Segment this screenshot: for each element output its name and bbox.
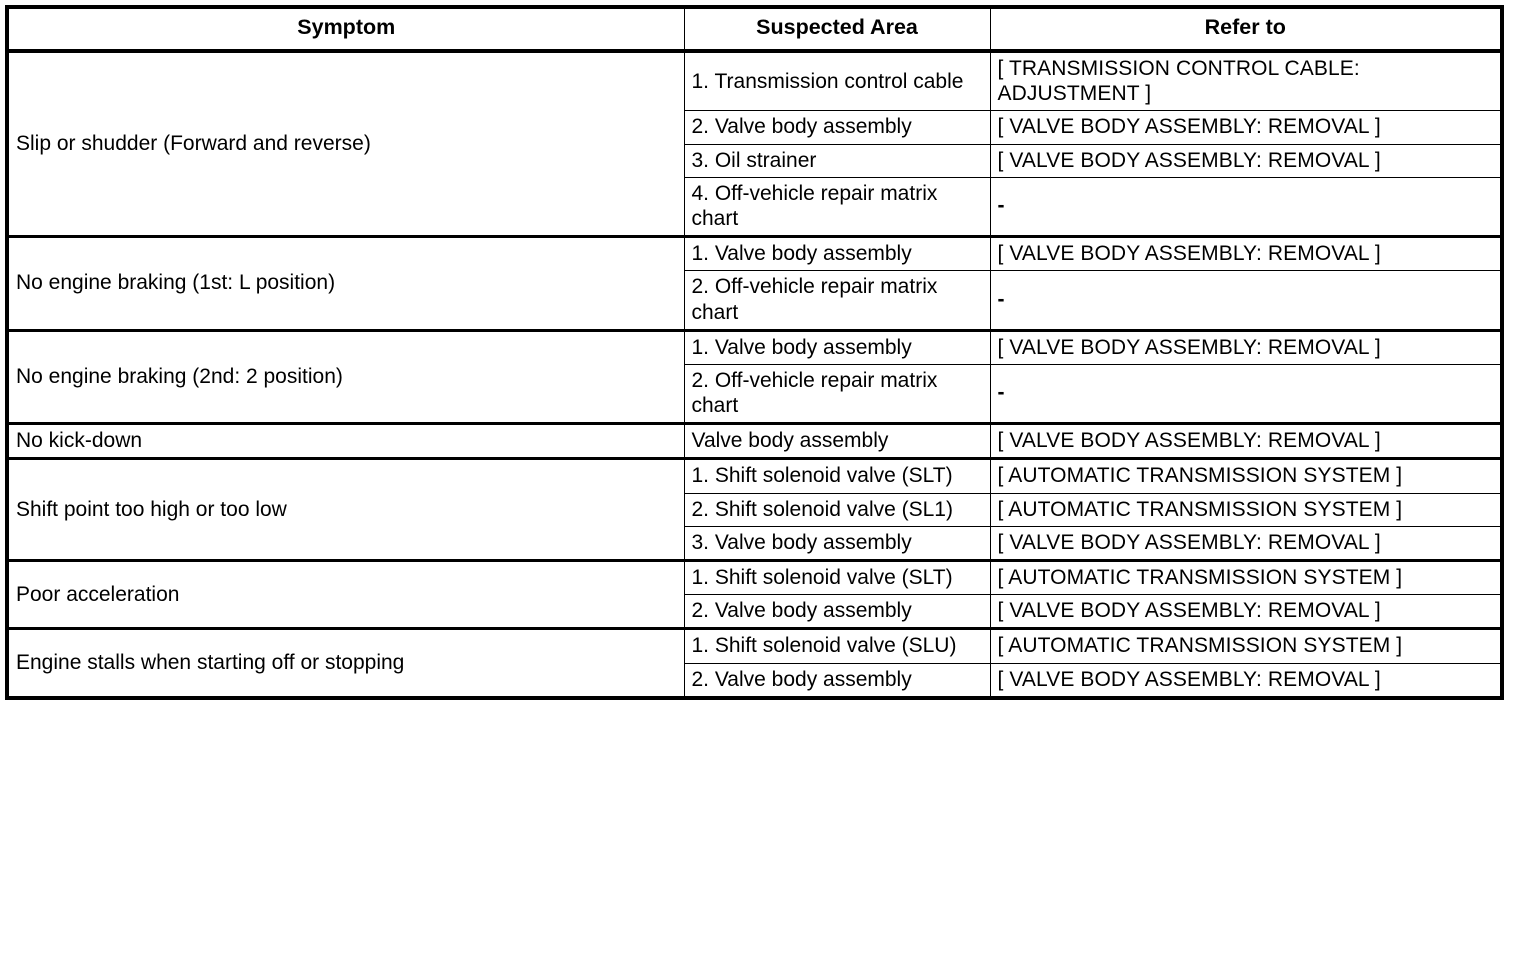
table-row: 4. Off-vehicle repair matrix chart- xyxy=(7,176,1503,238)
column-header-refer-to: Refer to xyxy=(989,6,1503,53)
refer-to-cell-empty: - xyxy=(989,363,1503,425)
suspected-area-cell: 1. Valve body assembly xyxy=(683,235,991,272)
table-row: 2. Off-vehicle repair matrix chart- xyxy=(7,363,1503,425)
suspected-area-cell: 2. Valve body assembly xyxy=(683,594,991,630)
refer-to-cell: [ VALVE BODY ASSEMBLY: REMOVAL ] xyxy=(989,328,1503,365)
table-row: 3. Valve body assembly[ VALVE BODY ASSEM… xyxy=(7,525,1503,562)
refer-to-cell-empty: - xyxy=(989,270,1503,331)
suspected-area-cell: 2. Off-vehicle repair matrix chart xyxy=(683,270,991,331)
suspected-area-cell: 2. Valve body assembly xyxy=(683,110,991,145)
symptom-cell: Shift point too high or too low xyxy=(6,457,685,561)
table-body: Slip or shudder (Forward and reverse)1. … xyxy=(6,49,1503,699)
refer-to-cell: [ VALVE BODY ASSEMBLY: REMOVAL ] xyxy=(989,143,1503,178)
symptom-cell: Slip or shudder (Forward and reverse) xyxy=(6,49,685,238)
suspected-area-cell: 3. Valve body assembly xyxy=(683,525,991,562)
table-row: 2. Shift solenoid valve (SL1)[ AUTOMATIC… xyxy=(7,492,1503,527)
table-row: 2. Valve body assembly[ VALVE BODY ASSEM… xyxy=(7,594,1503,630)
column-header-suspected-area: Suspected Area xyxy=(683,6,991,53)
table-row: 3. Oil strainer[ VALVE BODY ASSEMBLY: RE… xyxy=(7,143,1503,178)
table-row: Engine stalls when starting off or stopp… xyxy=(6,627,1503,699)
header-row: Symptom Suspected Area Refer to xyxy=(6,6,1503,53)
symptom-cell: No kick-down xyxy=(6,422,685,460)
suspected-area-cell: 2. Valve body assembly xyxy=(683,662,991,699)
symptom-cell: Engine stalls when starting off or stopp… xyxy=(6,627,685,699)
refer-to-cell: [ VALVE BODY ASSEMBLY: REMOVAL ] xyxy=(989,235,1503,272)
refer-to-cell: [ AUTOMATIC TRANSMISSION SYSTEM ] xyxy=(989,457,1503,494)
symptom-cell: Poor acceleration xyxy=(6,558,685,630)
table-row: Slip or shudder (Forward and reverse)1. … xyxy=(6,49,1503,238)
refer-to-cell: [ VALVE BODY ASSEMBLY: REMOVAL ] xyxy=(989,525,1503,562)
suspected-area-cell: 2. Off-vehicle repair matrix chart xyxy=(683,363,991,425)
table-header: Symptom Suspected Area Refer to xyxy=(6,6,1503,53)
refer-to-cell-empty: - xyxy=(989,176,1503,238)
suspected-area-cell: 1. Valve body assembly xyxy=(683,328,991,365)
table-row: 2. Valve body assembly[ VALVE BODY ASSEM… xyxy=(7,110,1503,145)
refer-to-cell: [ AUTOMATIC TRANSMISSION SYSTEM ] xyxy=(989,627,1503,664)
refer-to-cell: [ TRANSMISSION CONTROL CABLE: ADJUSTMENT… xyxy=(989,49,1503,112)
symptom-troubleshooting-table: Symptom Suspected Area Refer to Slip or … xyxy=(5,5,1504,700)
refer-to-cell: [ VALVE BODY ASSEMBLY: REMOVAL ] xyxy=(989,662,1503,699)
suspected-area-cell: 1. Shift solenoid valve (SLT) xyxy=(683,558,991,596)
table-row: No engine braking (1st: L position)1. Va… xyxy=(6,235,1503,331)
refer-to-cell: [ AUTOMATIC TRANSMISSION SYSTEM ] xyxy=(989,492,1503,527)
symptom-cell: No engine braking (1st: L position) xyxy=(6,235,685,331)
suspected-area-cell: Valve body assembly xyxy=(683,422,991,460)
table-row: 2. Valve body assembly[ VALVE BODY ASSEM… xyxy=(7,662,1503,699)
suspected-area-cell: 1. Shift solenoid valve (SLT) xyxy=(683,457,991,494)
refer-to-cell: [ AUTOMATIC TRANSMISSION SYSTEM ] xyxy=(989,558,1503,596)
table-row: No engine braking (2nd: 2 position)1. Va… xyxy=(6,328,1503,425)
suspected-area-cell: 2. Shift solenoid valve (SL1) xyxy=(683,492,991,527)
suspected-area-cell: 4. Off-vehicle repair matrix chart xyxy=(683,176,991,238)
refer-to-cell: [ VALVE BODY ASSEMBLY: REMOVAL ] xyxy=(989,422,1503,460)
suspected-area-cell: 1. Shift solenoid valve (SLU) xyxy=(683,627,991,664)
refer-to-cell: [ VALVE BODY ASSEMBLY: REMOVAL ] xyxy=(989,594,1503,630)
column-header-symptom: Symptom xyxy=(6,6,685,53)
refer-to-cell: [ VALVE BODY ASSEMBLY: REMOVAL ] xyxy=(989,110,1503,145)
suspected-area-cell: 3. Oil strainer xyxy=(683,143,991,178)
symptom-cell: No engine braking (2nd: 2 position) xyxy=(6,328,685,425)
suspected-area-cell: 1. Transmission control cable xyxy=(683,49,991,112)
